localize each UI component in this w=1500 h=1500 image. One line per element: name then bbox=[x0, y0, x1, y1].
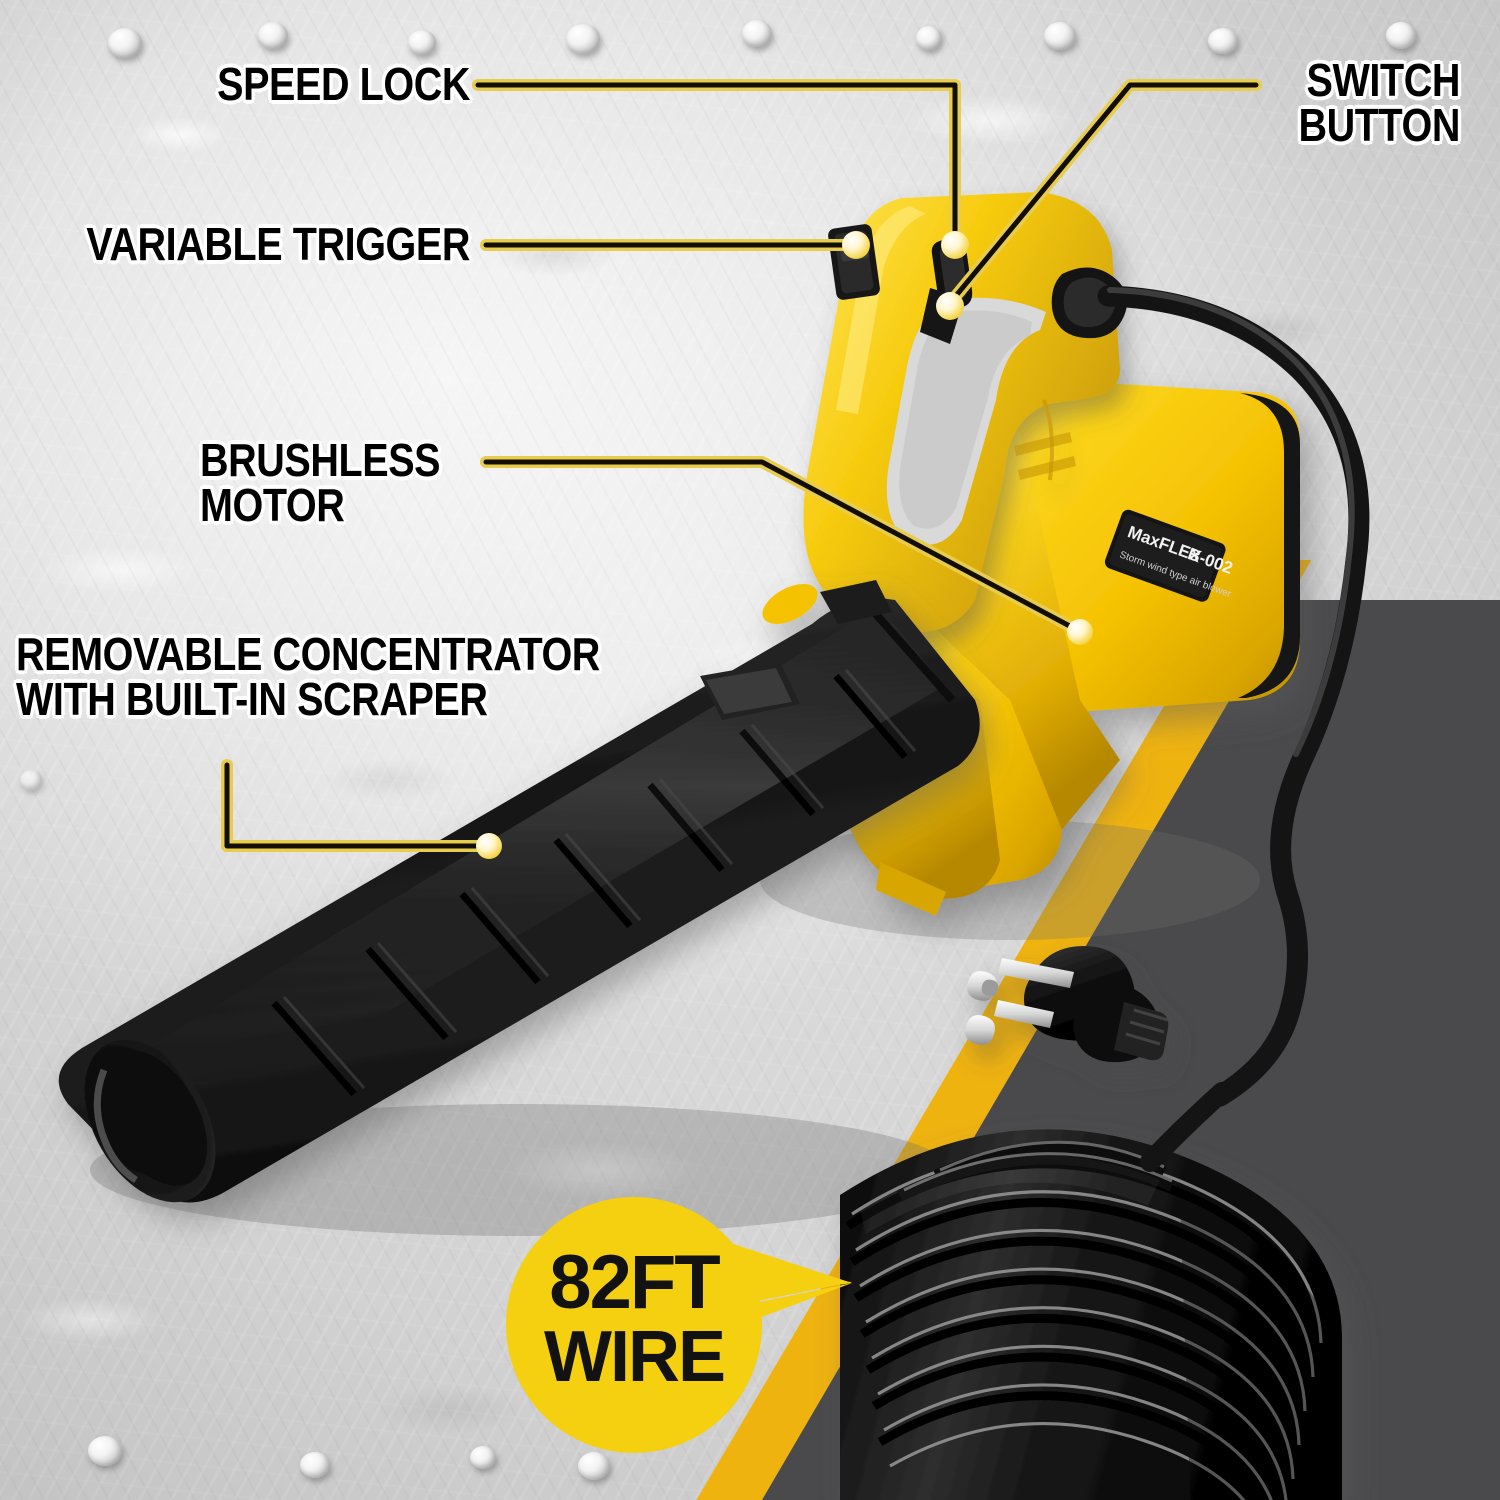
callout-label-brushless-motor: BRUSHLESS MOTOR bbox=[200, 434, 441, 531]
callout-dot-concentrator bbox=[476, 833, 502, 859]
rivet-bump bbox=[742, 20, 772, 47]
leader-speed-lock bbox=[472, 79, 961, 249]
badge-text: 82FT WIRE bbox=[500, 1185, 768, 1453]
callout-dot-variable-trigger bbox=[842, 231, 870, 259]
callout-label-variable-trigger: VARIABLE TRIGGER bbox=[86, 218, 470, 270]
rivet-bump bbox=[916, 26, 942, 50]
rivet-bump bbox=[1208, 28, 1238, 54]
rivet-bump bbox=[470, 1446, 496, 1469]
rivet-bump bbox=[1044, 22, 1076, 50]
rivet-bump bbox=[88, 1436, 122, 1466]
rivet-bump bbox=[578, 1452, 610, 1480]
callout-label-removable-concentrator: REMOVABLE CONCENTRATOR WITH BUILT-IN SCR… bbox=[16, 628, 600, 725]
callout-dot-brushless-motor bbox=[1067, 619, 1093, 645]
badge-bubble-shape bbox=[506, 1197, 852, 1453]
rivet-bump bbox=[258, 22, 288, 49]
leader-concentrator bbox=[221, 759, 495, 852]
badge-line-1: 82FT bbox=[549, 1239, 720, 1325]
rivet-bump bbox=[300, 1452, 330, 1478]
rivet-bump bbox=[1386, 22, 1416, 49]
rivet-bump bbox=[108, 28, 142, 58]
rivet-bump bbox=[566, 24, 600, 54]
callout-dot-switch-button bbox=[936, 292, 964, 320]
rivet-bump bbox=[20, 770, 42, 790]
callout-dot-speed-lock bbox=[941, 231, 969, 259]
callout-label-speed-lock: SPEED LOCK bbox=[217, 58, 470, 110]
callout-label-switch-button: SWITCH BUTTON bbox=[1298, 54, 1460, 151]
rivet-bump bbox=[408, 30, 436, 55]
badge-line-2: WIRE bbox=[544, 1316, 726, 1397]
wire-length-badge: 82FT WIRE bbox=[500, 1185, 860, 1485]
